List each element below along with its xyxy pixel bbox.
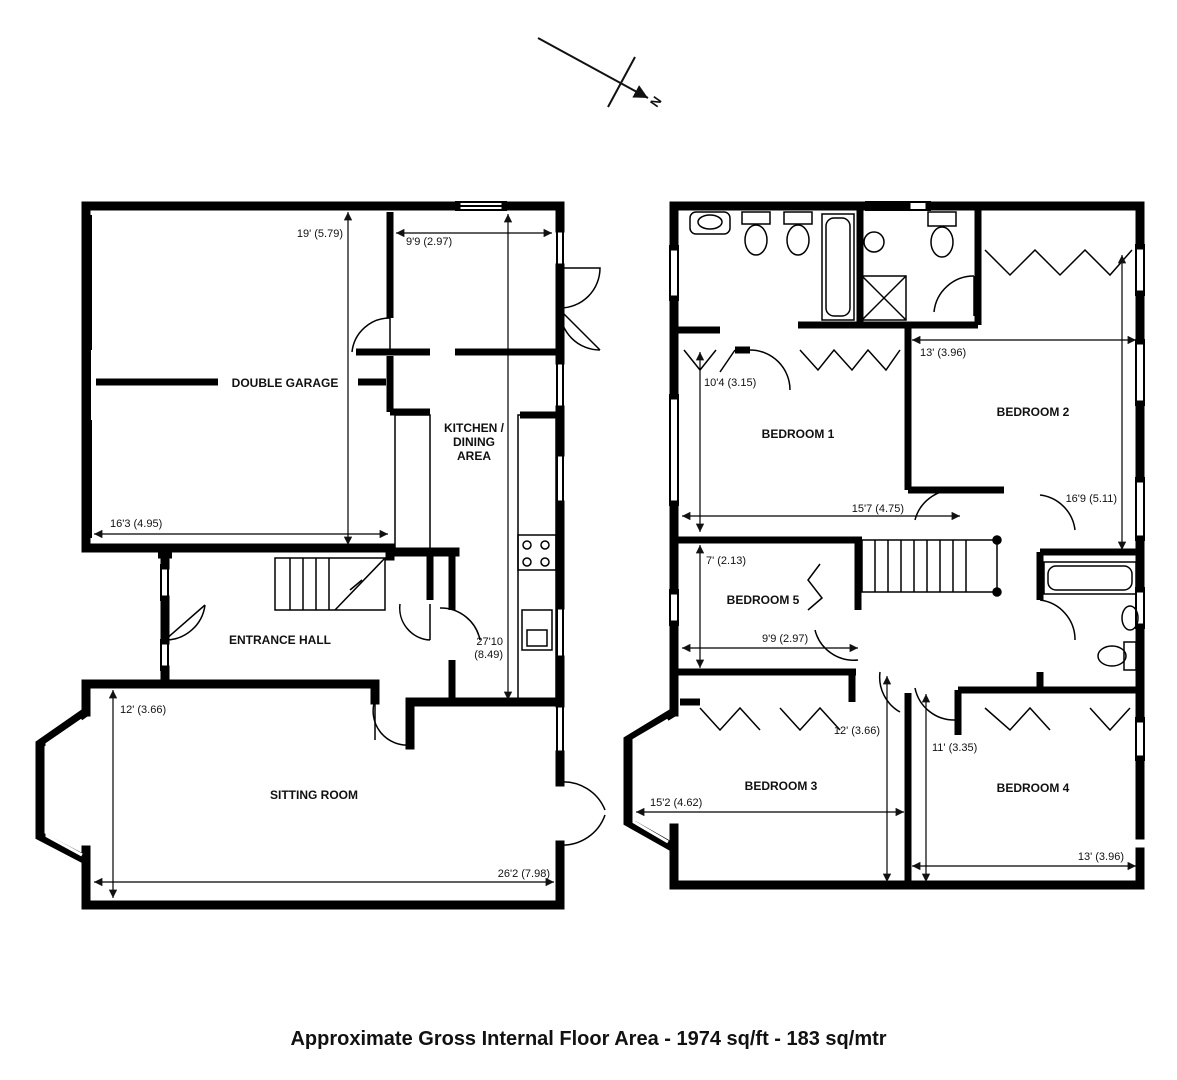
ground-floor-doors	[164, 267, 606, 846]
wardrobes	[683, 248, 1133, 732]
dim-bedroom5-width: 9'9 (2.97)	[762, 633, 808, 645]
first-floor-labels: BEDROOM 1 BEDROOM 2 BEDROOM 3 BEDROOM 4 …	[650, 347, 1124, 863]
room-label-bedroom-5: BEDROOM 5	[727, 593, 800, 607]
bathroom-fixtures	[689, 211, 1139, 671]
bedroom3-bay-window	[623, 708, 677, 852]
first-floor-staircase	[861, 535, 1002, 597]
room-label-double-garage: DOUBLE GARAGE	[232, 376, 339, 390]
room-label-bedroom-4: BEDROOM 4	[997, 781, 1070, 795]
dim-kitchen-length-m: (8.49)	[474, 649, 503, 661]
dim-bedroom4-depth: 11' (3.35)	[932, 742, 977, 754]
room-label-kitchen-line3: AREA	[457, 449, 491, 463]
room-label-bedroom-2: BEDROOM 2	[997, 405, 1070, 419]
first-floor-interior-walls	[678, 210, 1136, 882]
ground-floor	[35, 201, 606, 910]
ground-floor-walls	[81, 201, 565, 910]
first-floor-walls	[669, 201, 1145, 890]
dim-bedroom3-depth: 12' (3.66)	[834, 725, 880, 737]
dim-kitchen-width: 9'9 (2.97)	[406, 236, 452, 248]
ground-floor-staircase	[274, 557, 386, 611]
room-label-bedroom-3: BEDROOM 3	[745, 779, 818, 793]
sitting-room-bay-window	[35, 708, 89, 864]
dim-bedroom2-depth: 16'9 (5.11)	[1066, 493, 1117, 505]
dim-bedroom4-width: 13' (3.96)	[1078, 851, 1124, 863]
dim-bedroom1-depth: 10'4 (3.15)	[704, 377, 756, 389]
first-floor	[623, 201, 1145, 890]
dim-sitting-depth: 12' (3.66)	[120, 704, 166, 716]
ground-floor-windows	[83, 201, 564, 906]
room-label-kitchen-line1: KITCHEN /	[444, 421, 505, 435]
north-arrow: N	[537, 37, 665, 110]
room-label-kitchen-line2: DINING	[453, 435, 495, 449]
dim-bedroom5-depth: 7' (2.13)	[706, 555, 746, 567]
ground-floor-labels: DOUBLE GARAGE KITCHEN / DINING AREA ENTR…	[110, 228, 550, 880]
dim-bedroom3-width: 15'2 (4.62)	[650, 797, 702, 809]
floor-area-caption: Approximate Gross Internal Floor Area - …	[290, 1028, 887, 1050]
room-label-sitting-room: SITTING ROOM	[270, 788, 358, 802]
room-label-bedroom-1: BEDROOM 1	[762, 427, 835, 441]
dim-kitchen-length-ft: 27'10	[476, 636, 503, 648]
dim-bedroom1-width: 15'7 (4.75)	[852, 503, 904, 515]
north-label: N	[647, 94, 665, 110]
first-floor-windows	[669, 201, 1145, 761]
first-floor-dimension-lines	[636, 254, 1136, 882]
dim-sitting-width: 26'2 (7.98)	[498, 868, 550, 880]
dim-bedroom2-width: 13' (3.96)	[920, 347, 966, 359]
room-label-entrance-hall: ENTRANCE HALL	[229, 633, 331, 647]
dim-garage-width: 16'3 (4.95)	[110, 518, 162, 530]
ground-floor-dimension-lines	[94, 212, 554, 898]
dim-garage-depth: 19' (5.79)	[297, 228, 343, 240]
kitchen-fittings	[394, 414, 557, 706]
